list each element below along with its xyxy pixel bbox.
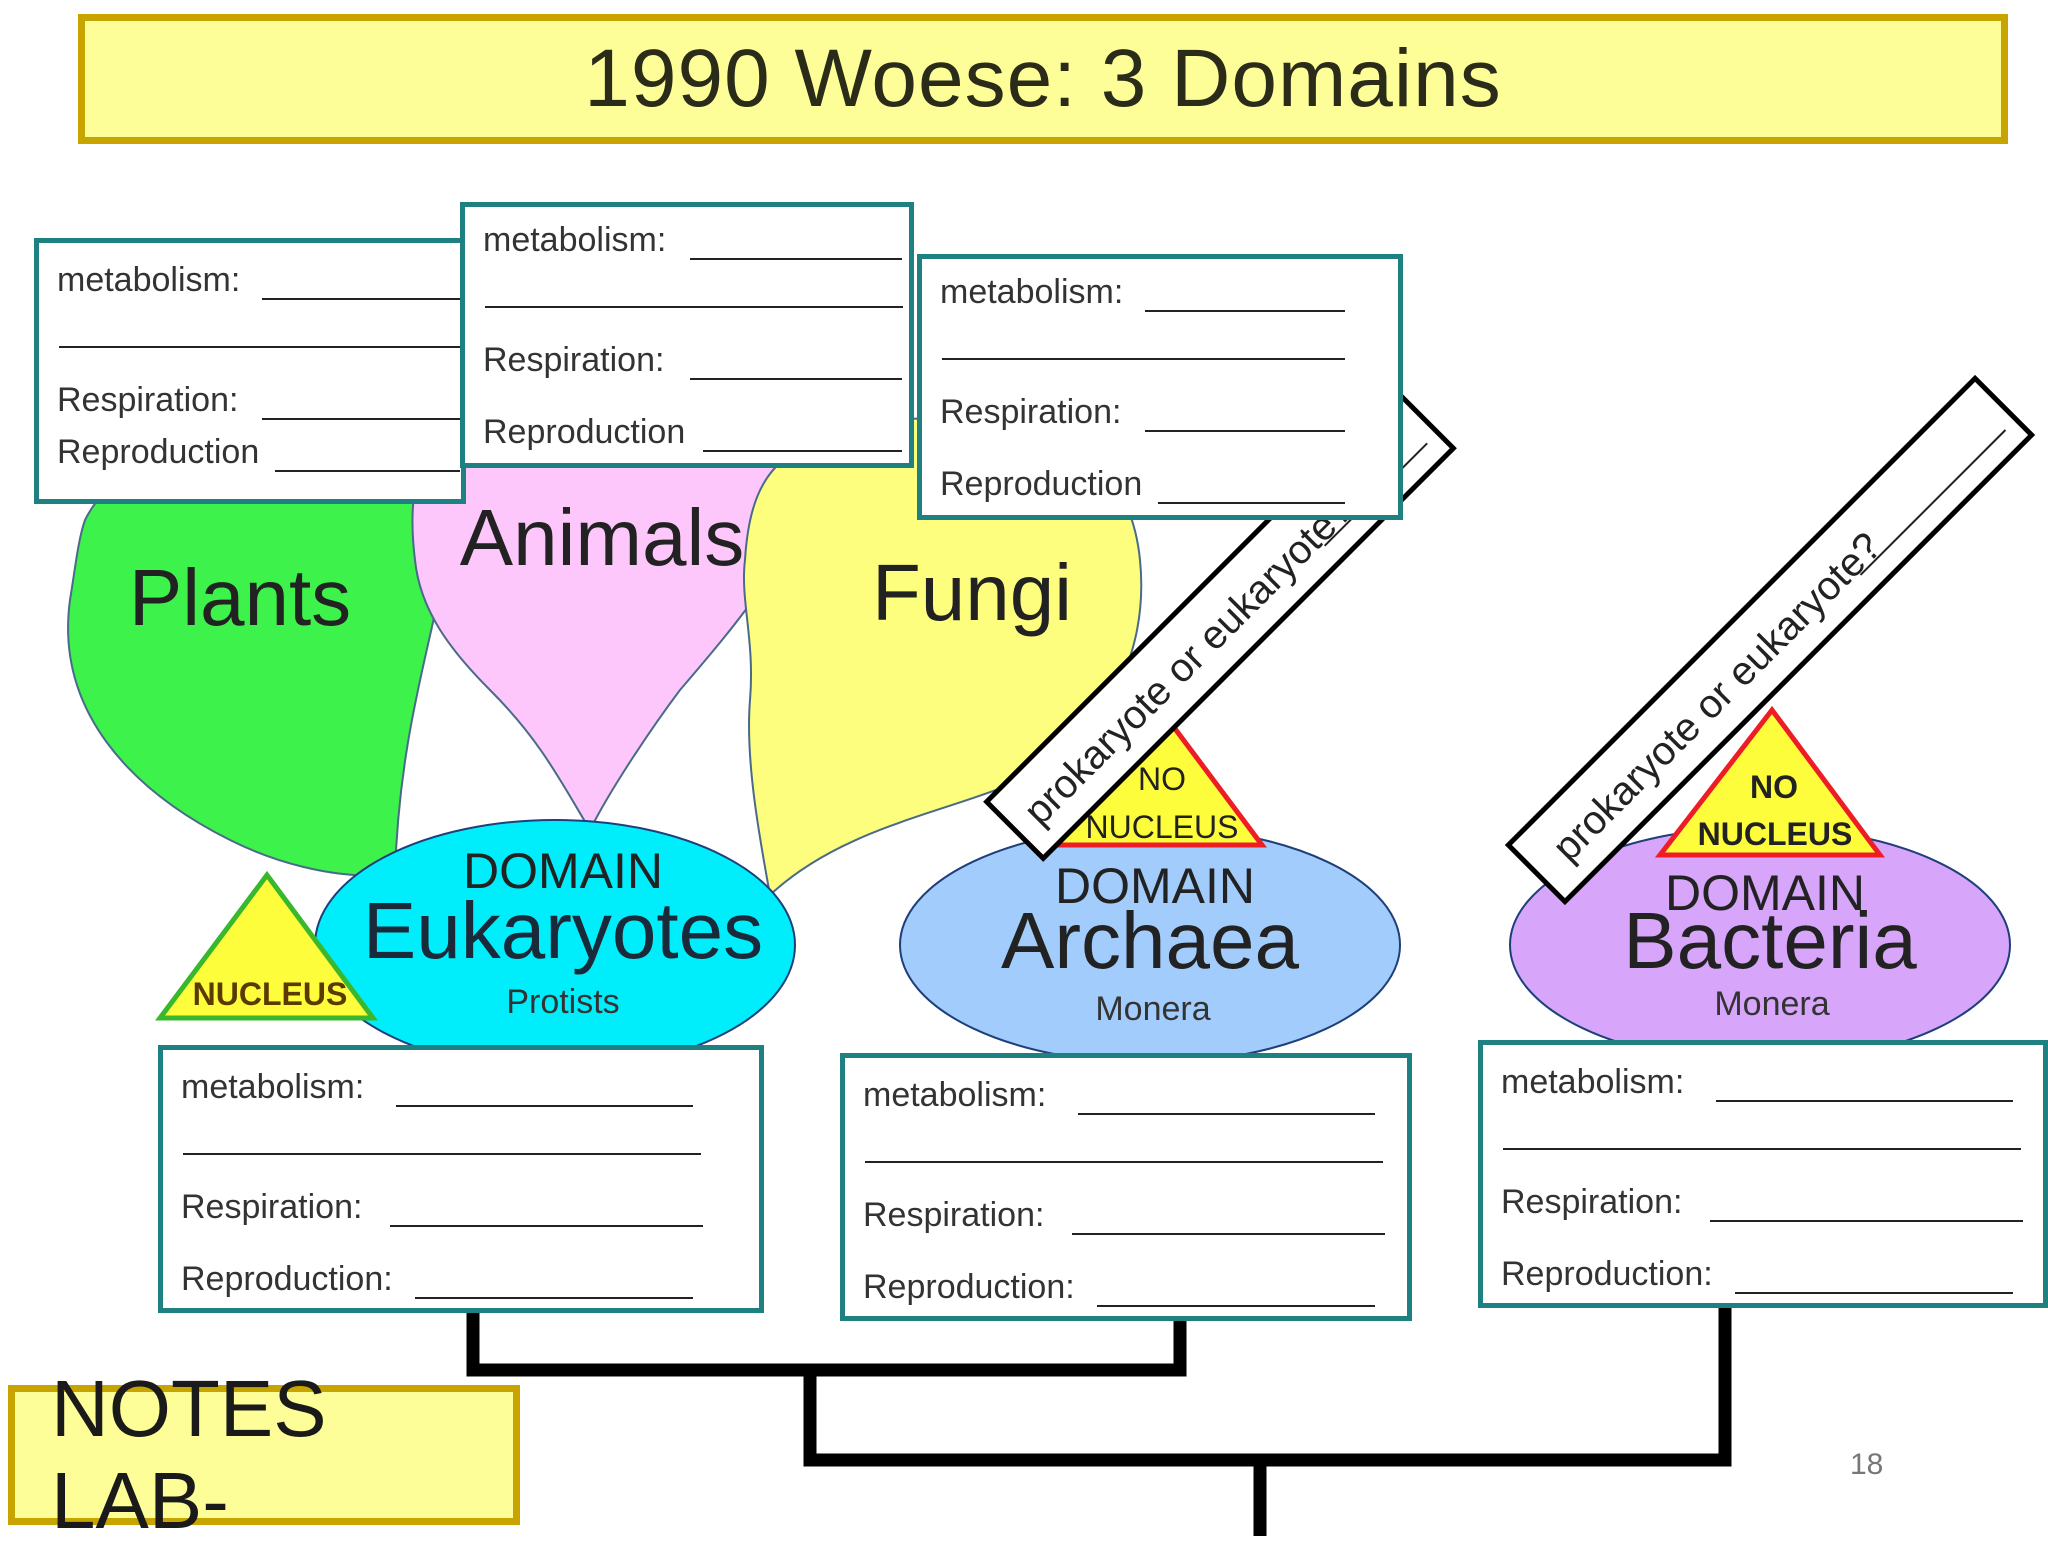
reproduction-blank[interactable] (1097, 1305, 1375, 1307)
eukaryotes-info-box: metabolism: Respiration: Reproduction: (158, 1045, 764, 1313)
connector-branch (803, 1300, 1732, 1467)
archaea-domain-name: Archaea (1001, 896, 1299, 985)
fungi-label: Fungi (872, 548, 1072, 637)
reproduction-label: Reproduction: (181, 1260, 393, 1298)
bacteria-domain-prefix: DOMAIN (1665, 865, 1865, 921)
respiration-label: Respiration: (181, 1188, 363, 1226)
respiration-label: Respiration: (57, 381, 239, 419)
respiration-label: Respiration: (483, 341, 665, 379)
reproduction-label: Reproduction: (863, 1268, 1075, 1306)
respiration-blank[interactable] (1072, 1233, 1385, 1235)
reproduction-blank[interactable] (275, 470, 460, 472)
reproduction-blank[interactable] (1158, 502, 1345, 504)
archaea-badge-line1: NO (1138, 761, 1186, 797)
notes-lab-label: NOTES LAB- (8, 1364, 520, 1545)
metabolism-label: metabolism: (1501, 1063, 1685, 1101)
metabolism-blank[interactable] (690, 258, 902, 260)
archaea-badge-line2: NUCLEUS (1086, 809, 1239, 845)
eukaryotes-subtitle: Protists (506, 983, 619, 1021)
slide-title: 1990 Woese: 3 Domains (584, 33, 1502, 124)
metabolism-blank[interactable] (1145, 310, 1345, 312)
metabolism-label: metabolism: (57, 261, 241, 299)
respiration-blank[interactable] (1145, 430, 1345, 432)
respiration-blank[interactable] (390, 1225, 703, 1227)
eukaryotes-domain-name: Eukaryotes (363, 886, 763, 975)
tree-connectors (466, 1300, 1732, 1536)
metabolism-blank-line2[interactable] (942, 358, 1345, 360)
respiration-blank[interactable] (690, 378, 902, 380)
plants-info-box: metabolism: Respiration: Reproduction (34, 238, 466, 504)
connector-eukaryotes-archaea (466, 1305, 1187, 1377)
respiration-blank[interactable] (1710, 1220, 2023, 1222)
bacteria-subtitle: Monera (1714, 985, 1829, 1023)
eukaryotes-domain-prefix: DOMAIN (463, 843, 663, 899)
metabolism-blank-line2[interactable] (485, 306, 903, 308)
respiration-label: Respiration: (863, 1196, 1045, 1234)
reproduction-blank[interactable] (1735, 1292, 2013, 1294)
metabolism-blank[interactable] (1078, 1113, 1375, 1115)
title-banner: 1990 Woese: 3 Domains (78, 14, 2008, 144)
metabolism-blank-line2[interactable] (59, 346, 461, 348)
nucleus-triangle (155, 870, 378, 1021)
respiration-label: Respiration: (1501, 1183, 1683, 1221)
notes-lab-text: NOTES LAB- (51, 1364, 327, 1545)
metabolism-label: metabolism: (863, 1076, 1047, 1114)
respiration-label: Respiration: (940, 393, 1122, 431)
animals-shape (411, 415, 797, 833)
animals-label: Animals (460, 493, 745, 582)
plants-label: Plants (129, 553, 351, 642)
bacteria-badge-line2: NUCLEUS (1698, 816, 1853, 852)
metabolism-label: metabolism: (181, 1068, 365, 1106)
metabolism-blank[interactable] (1716, 1100, 2013, 1102)
archaea-subtitle: Monera (1095, 990, 1210, 1028)
bacteria-badge-line1: NO (1750, 769, 1798, 805)
reproduction-label: Reproduction (57, 433, 260, 471)
archaea-info-box: metabolism: Respiration: Reproduction: (840, 1053, 1412, 1321)
metabolism-label: metabolism: (940, 273, 1124, 311)
metabolism-label: metabolism: (483, 221, 667, 259)
metabolism-blank-line2[interactable] (1503, 1148, 2021, 1150)
reproduction-blank[interactable] (415, 1297, 693, 1299)
metabolism-blank-line2[interactable] (183, 1153, 701, 1155)
respiration-blank[interactable] (262, 418, 460, 420)
page-number: 18 (1850, 1448, 1884, 1481)
reproduction-label: Reproduction (483, 413, 686, 451)
fungi-info-box: metabolism: Respiration: Reproduction (917, 254, 1403, 520)
archaea-domain-prefix: DOMAIN (1055, 858, 1255, 914)
metabolism-blank[interactable] (262, 298, 460, 300)
reproduction-label: Reproduction: (1501, 1255, 1713, 1293)
bacteria-info-box: metabolism: Respiration: Reproduction: (1478, 1040, 2048, 1308)
bacteria-domain-name: Bacteria (1623, 896, 1917, 985)
reproduction-blank[interactable] (703, 450, 902, 452)
animals-info-box: metabolism: Respiration: Reproduction (460, 202, 914, 468)
reproduction-label: Reproduction (940, 465, 1143, 503)
nucleus-badge-label: NUCLEUS (193, 976, 348, 1012)
metabolism-blank-line2[interactable] (865, 1161, 1383, 1163)
plants-shape (67, 451, 447, 877)
metabolism-blank[interactable] (396, 1105, 693, 1107)
bacteria-no-nucleus-triangle (1654, 705, 1885, 858)
